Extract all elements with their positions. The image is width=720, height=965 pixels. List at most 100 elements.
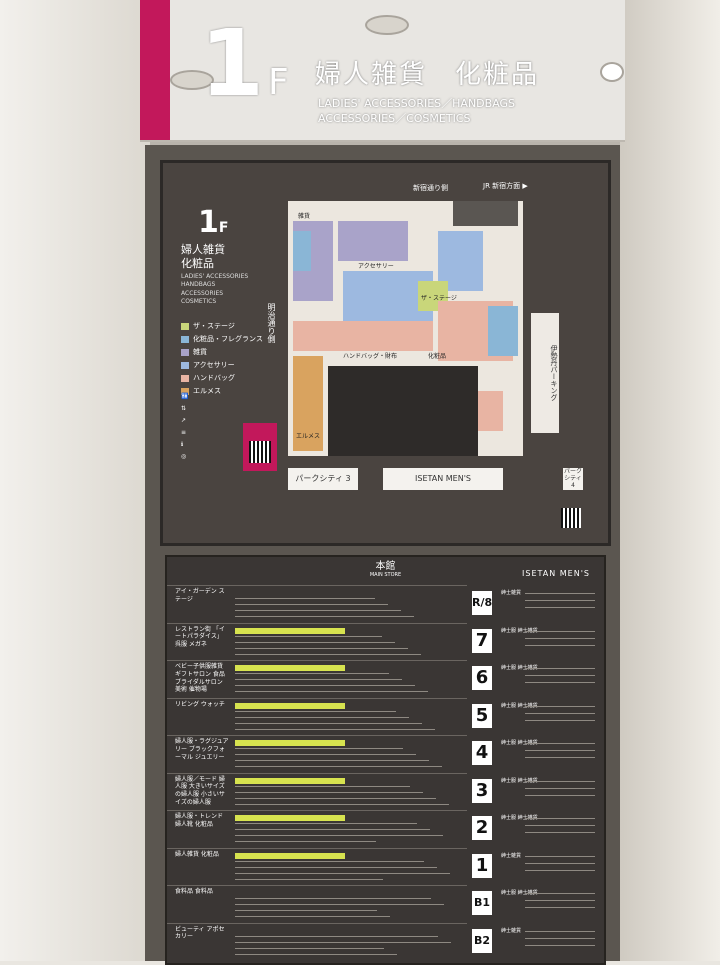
qr-code-icon bbox=[249, 441, 271, 463]
mens-building-label: ISETAN MEN'S bbox=[522, 569, 590, 578]
shop-list-line bbox=[525, 637, 595, 639]
shop-list-line bbox=[525, 907, 595, 908]
shop-list-line bbox=[525, 832, 595, 833]
brand-accent-bar bbox=[140, 0, 170, 140]
floor-number-badge: 5 bbox=[472, 703, 492, 728]
park-highlight-bar bbox=[235, 627, 345, 634]
park-highlight-bar bbox=[235, 665, 345, 671]
legend-item: ハンドバッグ bbox=[181, 373, 263, 383]
directory-title-en: MAIN STORE bbox=[369, 572, 402, 578]
shop-list-line bbox=[235, 910, 377, 911]
directory-row: ベビー子供服雑貨 ギフトサロン 食品 ブライダルサロン 美術 催物場 bbox=[167, 660, 467, 699]
directory-title: 本館 bbox=[375, 561, 396, 572]
mens-floor-entry: 紳士雑貨 bbox=[497, 927, 597, 959]
shop-list-line bbox=[525, 937, 595, 939]
legend-label: 化粧品・フレグランス bbox=[193, 335, 263, 343]
shop-list-line bbox=[525, 757, 595, 758]
directory-row: 婦人雑貨 化粧品 bbox=[167, 847, 467, 887]
atrium-core bbox=[328, 366, 478, 456]
shop-list-line bbox=[235, 754, 416, 755]
shop-list-line bbox=[525, 900, 595, 901]
floor-suffix: F bbox=[268, 62, 289, 103]
legend-item: ザ・ステージ bbox=[181, 321, 263, 331]
shop-list-line bbox=[525, 780, 595, 782]
floor-number-badge: 1 bbox=[472, 853, 492, 878]
legend-label: ザ・ステージ bbox=[193, 322, 235, 330]
floor-category-label: リビング ウォッチ bbox=[175, 700, 225, 708]
legend-swatch bbox=[181, 335, 189, 343]
directory-row: 婦人服／モード 婦人服 大きいサイズの婦人服 小さいサイズの婦人服 bbox=[167, 772, 467, 812]
park-highlight-bar bbox=[235, 702, 345, 709]
directory-header: 本館 MAIN STORE bbox=[167, 557, 604, 583]
shop-list-line bbox=[235, 610, 401, 611]
directory-row: 食料品 食料品 bbox=[167, 885, 467, 924]
shop-list-line bbox=[235, 866, 437, 868]
floor-category-label: 婦人服／モード 婦人服 大きいサイズの婦人服 小さいサイズの婦人服 bbox=[175, 775, 225, 806]
shop-list-line bbox=[235, 878, 383, 880]
shop-list-line bbox=[525, 869, 595, 871]
shop-list-line bbox=[525, 930, 595, 932]
shop-list-line bbox=[235, 728, 435, 730]
shop-list-line bbox=[235, 722, 422, 724]
hermes-zone bbox=[293, 356, 323, 451]
legend-swatch bbox=[181, 348, 189, 356]
shop-list-line bbox=[235, 947, 384, 949]
mens-floor-entry: 紳士服 紳士雑貨 bbox=[497, 627, 597, 659]
zone-label-cosmetics: 化粧品 bbox=[428, 353, 447, 360]
shop-list-line bbox=[525, 794, 595, 796]
directory-row: ビューティ アポセカリー bbox=[167, 922, 467, 962]
mens-floor-entry: 紳士服 紳士雑貨 bbox=[497, 814, 597, 846]
map-title-line: 化粧品 bbox=[181, 257, 214, 271]
handbag-zone bbox=[293, 321, 433, 351]
mens-floor-entry: 紳士雑貨 bbox=[497, 852, 597, 884]
zone-label-zakka: 雑貨 bbox=[298, 213, 311, 220]
right-wall bbox=[620, 0, 720, 961]
directory-row: 婦人服・ラグジュアリー ブラックフォーマル ジュエリー bbox=[167, 735, 467, 774]
shop-list-line bbox=[235, 941, 451, 943]
legend-label: 雑貨 bbox=[193, 348, 207, 356]
parking-building: 伊勢丹パーキング bbox=[531, 313, 559, 433]
floor-category-label: アイ・ガーデン ステージ bbox=[175, 588, 225, 603]
shop-list-line bbox=[235, 616, 414, 617]
floor-number-badge: B1 bbox=[472, 891, 492, 915]
map-floor-digit: 1 bbox=[198, 205, 219, 240]
mens-floor-label: 紳士服 紳士雑貨 bbox=[501, 890, 538, 896]
shop-list-line bbox=[525, 855, 595, 857]
shop-list-line bbox=[525, 862, 595, 864]
shop-list-line bbox=[235, 916, 390, 917]
zone-label-accessory: アクセサリー bbox=[358, 263, 394, 270]
annex-building bbox=[453, 201, 518, 226]
legend-label: ハンドバッグ bbox=[193, 374, 235, 382]
shop-list-line bbox=[235, 904, 444, 905]
floor-number-badge: 7 bbox=[472, 628, 492, 653]
shop-list-line bbox=[235, 679, 402, 680]
map-legend: ザ・ステージ 化粧品・フレグランス 雑貨 アクセサリー ハンドバッグ エルメス bbox=[181, 321, 263, 399]
stairs-icon: ≡ bbox=[181, 429, 187, 436]
zone-label-stage: ザ・ステージ bbox=[421, 295, 457, 302]
shop-list-line bbox=[235, 691, 428, 692]
floor-title-en-line: LADIES' ACCESSORIES／HANDBAGS bbox=[318, 97, 516, 110]
shop-list-line bbox=[525, 600, 595, 601]
mens-floor-entry: 紳士服 紳士雑貨 bbox=[497, 702, 597, 734]
shop-list-line bbox=[235, 829, 430, 830]
restroom-icon: 🚻 bbox=[181, 393, 189, 400]
floor-title-en: LADIES' ACCESSORIES／HANDBAGS ACCESSORIES… bbox=[318, 96, 515, 127]
shop-list-line bbox=[235, 604, 388, 605]
map-title: 婦人雑貨 化粧品 bbox=[181, 243, 225, 272]
ceiling-light bbox=[600, 62, 624, 82]
legend-label: エルメス bbox=[193, 387, 221, 395]
shop-list-line bbox=[525, 705, 595, 707]
shop-list-line bbox=[525, 818, 595, 819]
annex-park-city-3: パークシティ 3 bbox=[288, 468, 358, 490]
annex-park-city-4: パークシティ 4 bbox=[563, 468, 583, 490]
legend-item: エルメス bbox=[181, 386, 263, 396]
shop-list-line bbox=[235, 797, 436, 799]
directory-row: レストラン街 「イートパラダイス」 呉服 メガネ bbox=[167, 622, 467, 662]
shop-list-line bbox=[525, 630, 595, 632]
shop-list-line bbox=[235, 653, 421, 655]
mens-floor-label: 紳士雑貨 bbox=[501, 590, 522, 596]
jr-direction-label: JR 新宿方面 ▶ bbox=[483, 181, 528, 191]
shop-list-line bbox=[235, 635, 382, 637]
shop-list-line bbox=[235, 766, 442, 767]
